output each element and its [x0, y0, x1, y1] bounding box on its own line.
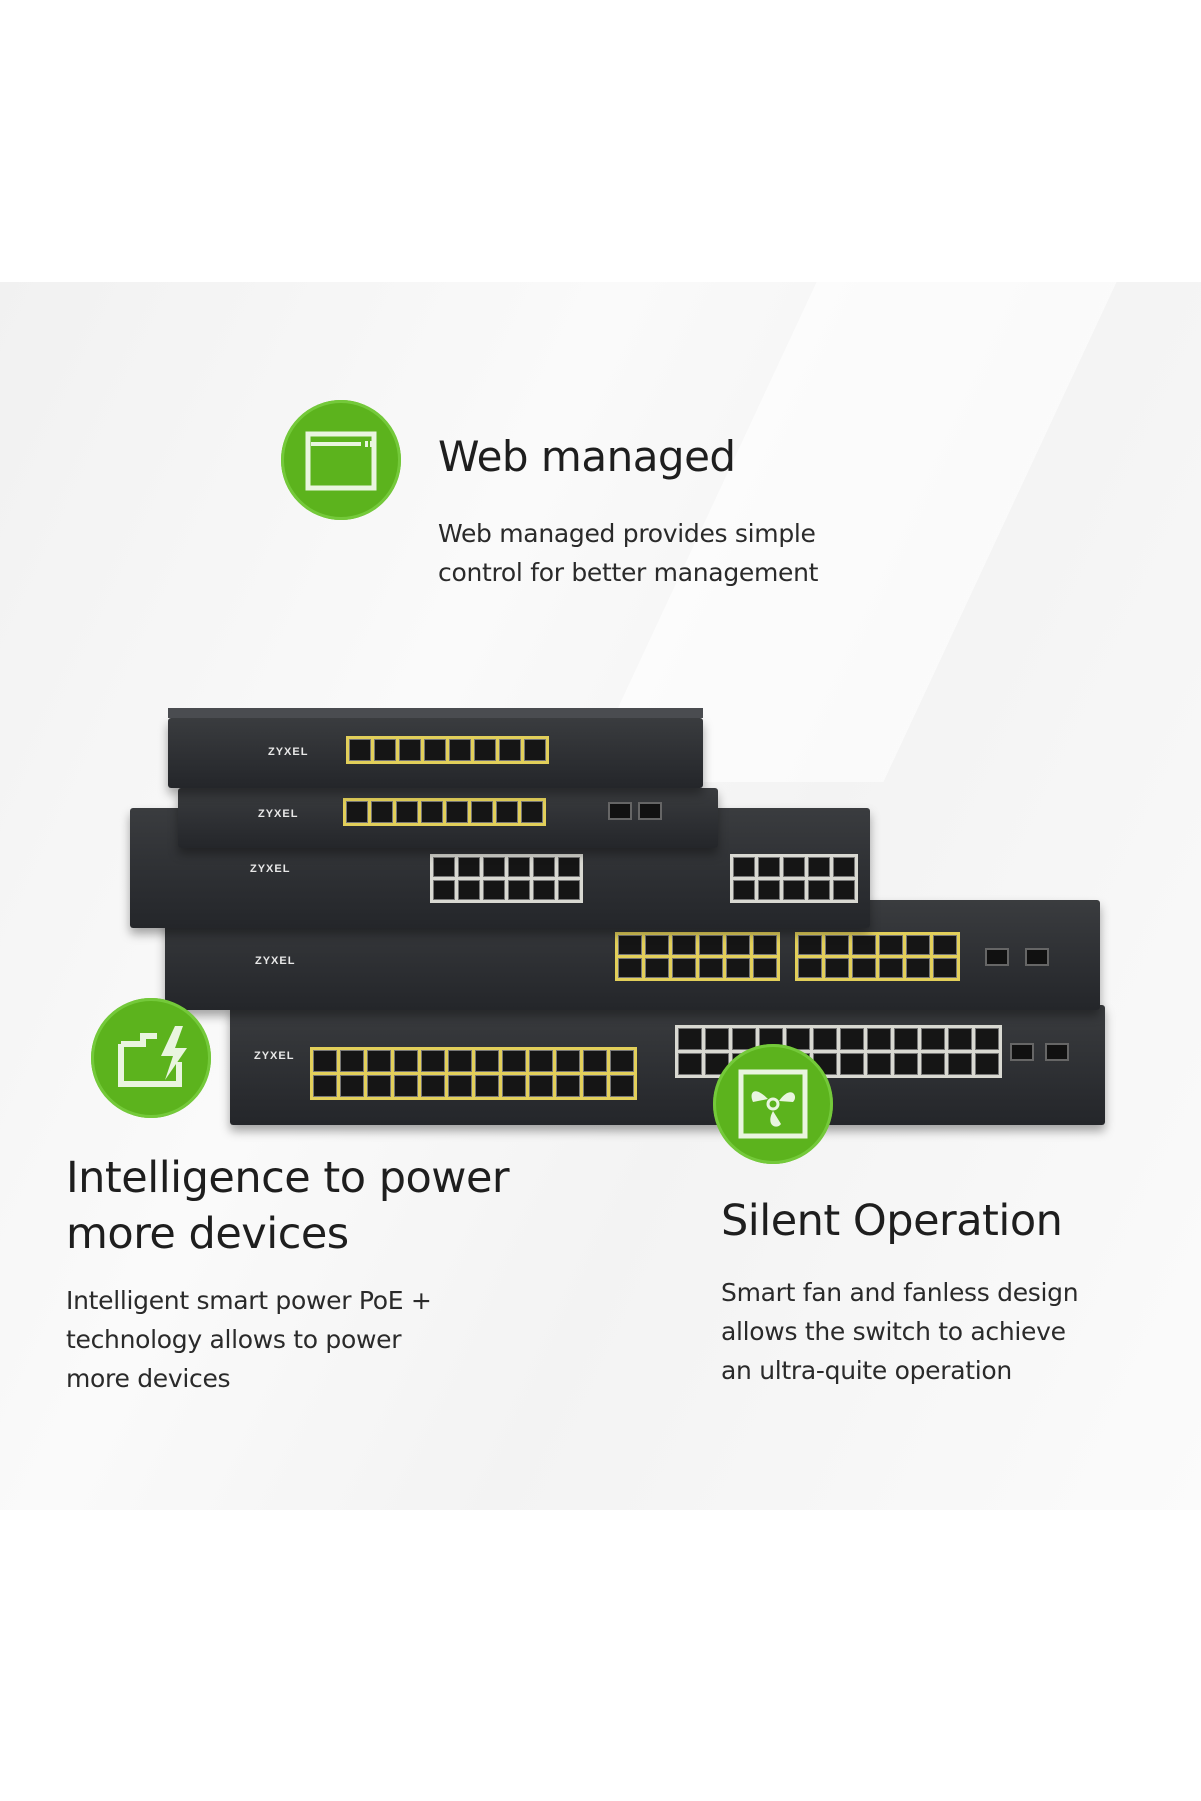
- switch-8port: ZYXEL: [168, 708, 703, 788]
- browser-window-icon: [281, 400, 401, 520]
- port-block: [795, 932, 960, 981]
- feature-silent-desc: Smart fan and fanless design allows the …: [721, 1273, 1079, 1390]
- feature-web-managed-desc: Web managed provides simple control for …: [438, 514, 818, 592]
- switch-48port: ZYXEL: [230, 1005, 1105, 1125]
- title-line: more devices: [66, 1209, 349, 1259]
- port-block: [730, 854, 858, 903]
- switch-brand: ZYXEL: [258, 808, 299, 820]
- port-block: [430, 854, 583, 903]
- switch-brand: ZYXEL: [268, 746, 309, 758]
- feature-web-managed-title: Web managed: [438, 432, 736, 481]
- power-port-icon: [91, 998, 211, 1118]
- desc-line: technology allows to power: [66, 1325, 402, 1354]
- port-block: [310, 1047, 637, 1100]
- switch-8port-sfp: ZYXEL: [178, 788, 718, 848]
- feature-silent-title: Silent Operation: [721, 1196, 1063, 1246]
- fan-icon: [713, 1044, 833, 1164]
- port-block: [346, 736, 549, 764]
- desc-line: Smart fan and fanless design: [721, 1278, 1079, 1307]
- switch-brand: ZYXEL: [255, 955, 296, 967]
- desc-line: Web managed provides simple: [438, 519, 816, 548]
- desc-line: an ultra-quite operation: [721, 1356, 1012, 1385]
- feature-poe-title: Intelligence to power more devices: [66, 1150, 510, 1262]
- port-block: [615, 932, 780, 981]
- desc-line: allows the switch to achieve: [721, 1317, 1066, 1346]
- title-line: Intelligence to power: [66, 1153, 510, 1203]
- feature-poe-desc: Intelligent smart power PoE + technology…: [66, 1281, 432, 1398]
- desc-line: more devices: [66, 1364, 231, 1393]
- port-block: [343, 798, 546, 826]
- switch-brand: ZYXEL: [254, 1050, 295, 1062]
- desc-line: control for better management: [438, 558, 819, 587]
- desc-line: Intelligent smart power PoE +: [66, 1286, 432, 1315]
- switch-brand: ZYXEL: [250, 863, 291, 875]
